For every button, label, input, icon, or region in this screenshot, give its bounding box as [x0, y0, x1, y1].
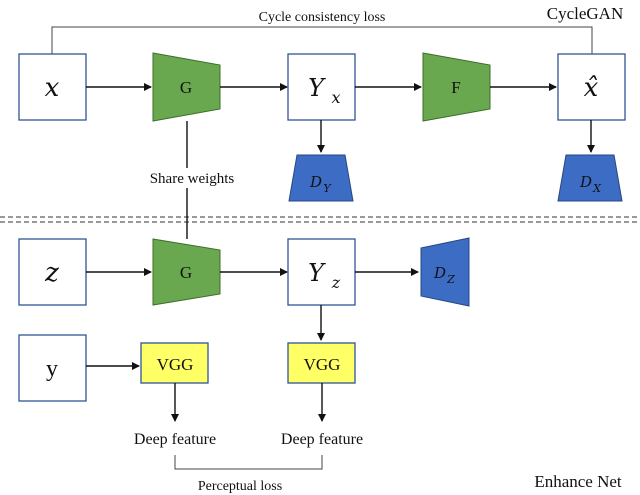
xhat-label: x̂ [584, 73, 599, 103]
yx-label-base: Y [308, 74, 326, 102]
cyclegan-label: CycleGAN [547, 4, 623, 23]
dx-label-sub: X [592, 182, 602, 195]
cycle-loss-connector [51, 26, 593, 54]
generator-g-top [152, 52, 221, 122]
deep-feature-right-label: Deep feature [281, 431, 363, 448]
enhance-net-label: Enhance Net [534, 472, 622, 491]
discriminator-dz [420, 237, 470, 307]
yx-label-sub: x [331, 88, 340, 107]
vgg-right-label: VGG [304, 355, 341, 374]
perceptual-loss-bracket [174, 455, 323, 470]
dy-label-base: D [309, 173, 322, 191]
yz-box [287, 238, 356, 306]
yz-label-base: Y [308, 259, 326, 287]
yz-label-sub: z [331, 273, 341, 292]
y-input-box [18, 334, 87, 402]
discriminator-dx [557, 154, 623, 202]
generator-g-bottom [152, 238, 221, 306]
generator-g-top-label: G [180, 78, 192, 97]
generator-f-label: F [451, 78, 460, 97]
vgg-right [287, 342, 356, 384]
dz-label-sub: Z [446, 273, 455, 286]
generator-f [422, 52, 491, 122]
cycle-loss-label: Cycle consistency loss [259, 10, 386, 25]
dy-label-sub: Y [323, 182, 332, 195]
x-label: x [45, 73, 60, 103]
vgg-left-label: VGG [157, 355, 194, 374]
dz-label-base: D [433, 264, 446, 282]
share-weights-label-bg [136, 168, 248, 188]
x-input-box [18, 53, 87, 121]
deep-feature-left-label: Deep feature [134, 431, 216, 448]
z-label: z [44, 258, 59, 288]
share-weights-label: Share weights [150, 171, 235, 187]
generator-g-bottom-label: G [180, 263, 192, 282]
discriminator-dy [288, 154, 354, 202]
xhat-box [557, 53, 626, 121]
dx-label-base: D [579, 173, 592, 191]
y-label: y [46, 356, 58, 382]
z-input-box [18, 238, 87, 306]
perceptual-loss-label: Perceptual loss [198, 479, 282, 494]
vgg-left [140, 342, 209, 384]
